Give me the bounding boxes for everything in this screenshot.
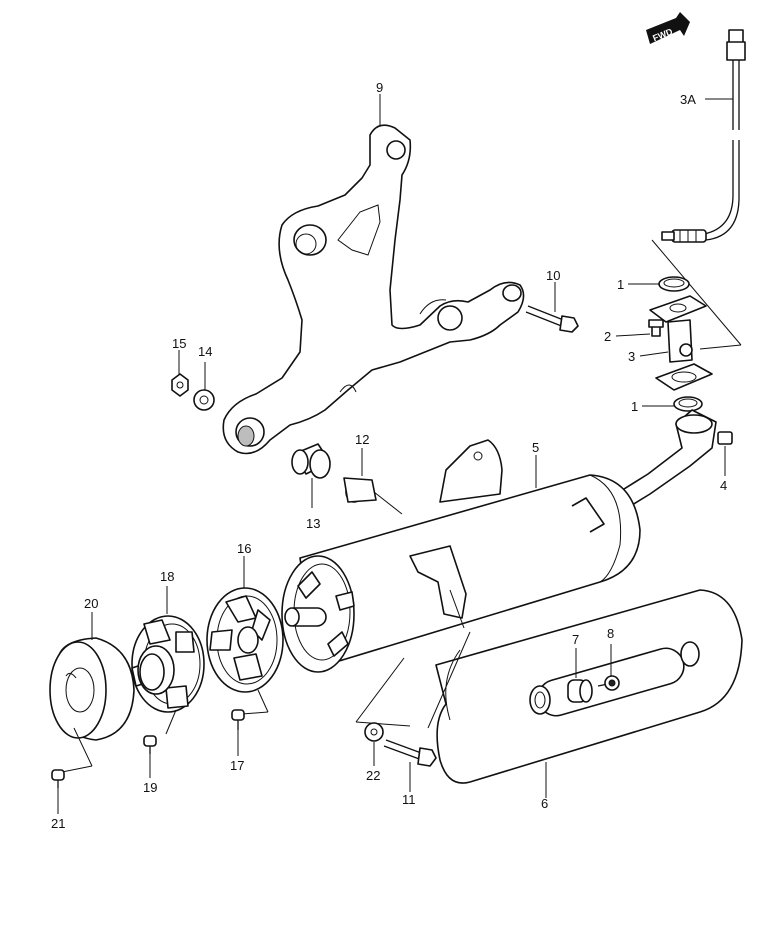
gasket-lower	[673, 396, 703, 412]
callout-8: 8	[607, 626, 614, 641]
callout-12: 12	[355, 432, 369, 447]
bolt-2	[648, 319, 664, 337]
callout-16: 16	[237, 541, 251, 556]
bolt-10	[525, 305, 579, 333]
callout-13: 13	[306, 516, 320, 531]
callout-22: 22	[366, 768, 380, 783]
callout-3: 3	[628, 349, 635, 364]
fwd-arrow-icon: FWD	[646, 12, 690, 44]
callout-15: 15	[172, 336, 186, 351]
washer-22	[364, 722, 384, 742]
end-cap-cover-20	[49, 637, 135, 741]
muffler-bracket	[222, 124, 525, 455]
grommet-7	[567, 679, 593, 703]
bolt-11	[383, 739, 437, 767]
callout-3a: 3A	[680, 92, 696, 107]
exhaust-flange-pipe	[649, 295, 713, 391]
callout-6: 6	[541, 796, 548, 811]
collar-12	[343, 477, 377, 503]
callout-18: 18	[160, 569, 174, 584]
end-cap-plate-16	[206, 587, 284, 693]
screw-21	[51, 769, 65, 788]
cap-4	[717, 431, 733, 445]
callout-17: 17	[230, 758, 244, 773]
screw-8	[597, 675, 620, 691]
callout-2: 2	[604, 329, 611, 344]
callout-14: 14	[198, 344, 212, 359]
callout-21: 21	[51, 816, 65, 831]
callout-10: 10	[546, 268, 560, 283]
end-cap-insert-18	[131, 615, 205, 713]
leader-sensor-to-pipe	[651, 239, 742, 346]
callout-4: 4	[720, 478, 727, 493]
callout-20: 20	[84, 596, 98, 611]
callout-1-bottom: 1	[631, 399, 638, 414]
gasket-upper	[658, 276, 690, 292]
muffler-body	[281, 409, 717, 673]
o2-sensor	[661, 29, 746, 243]
callout-7: 7	[572, 632, 579, 647]
callout-5: 5	[532, 440, 539, 455]
rubber-bush-13	[291, 443, 331, 479]
nut-15	[171, 373, 189, 397]
screw-19	[143, 735, 157, 754]
washer-14	[193, 389, 215, 411]
callout-19: 19	[143, 780, 157, 795]
callout-1-top: 1	[617, 277, 624, 292]
callout-9: 9	[376, 80, 383, 95]
callout-11: 11	[402, 792, 416, 807]
screw-17	[231, 709, 245, 730]
